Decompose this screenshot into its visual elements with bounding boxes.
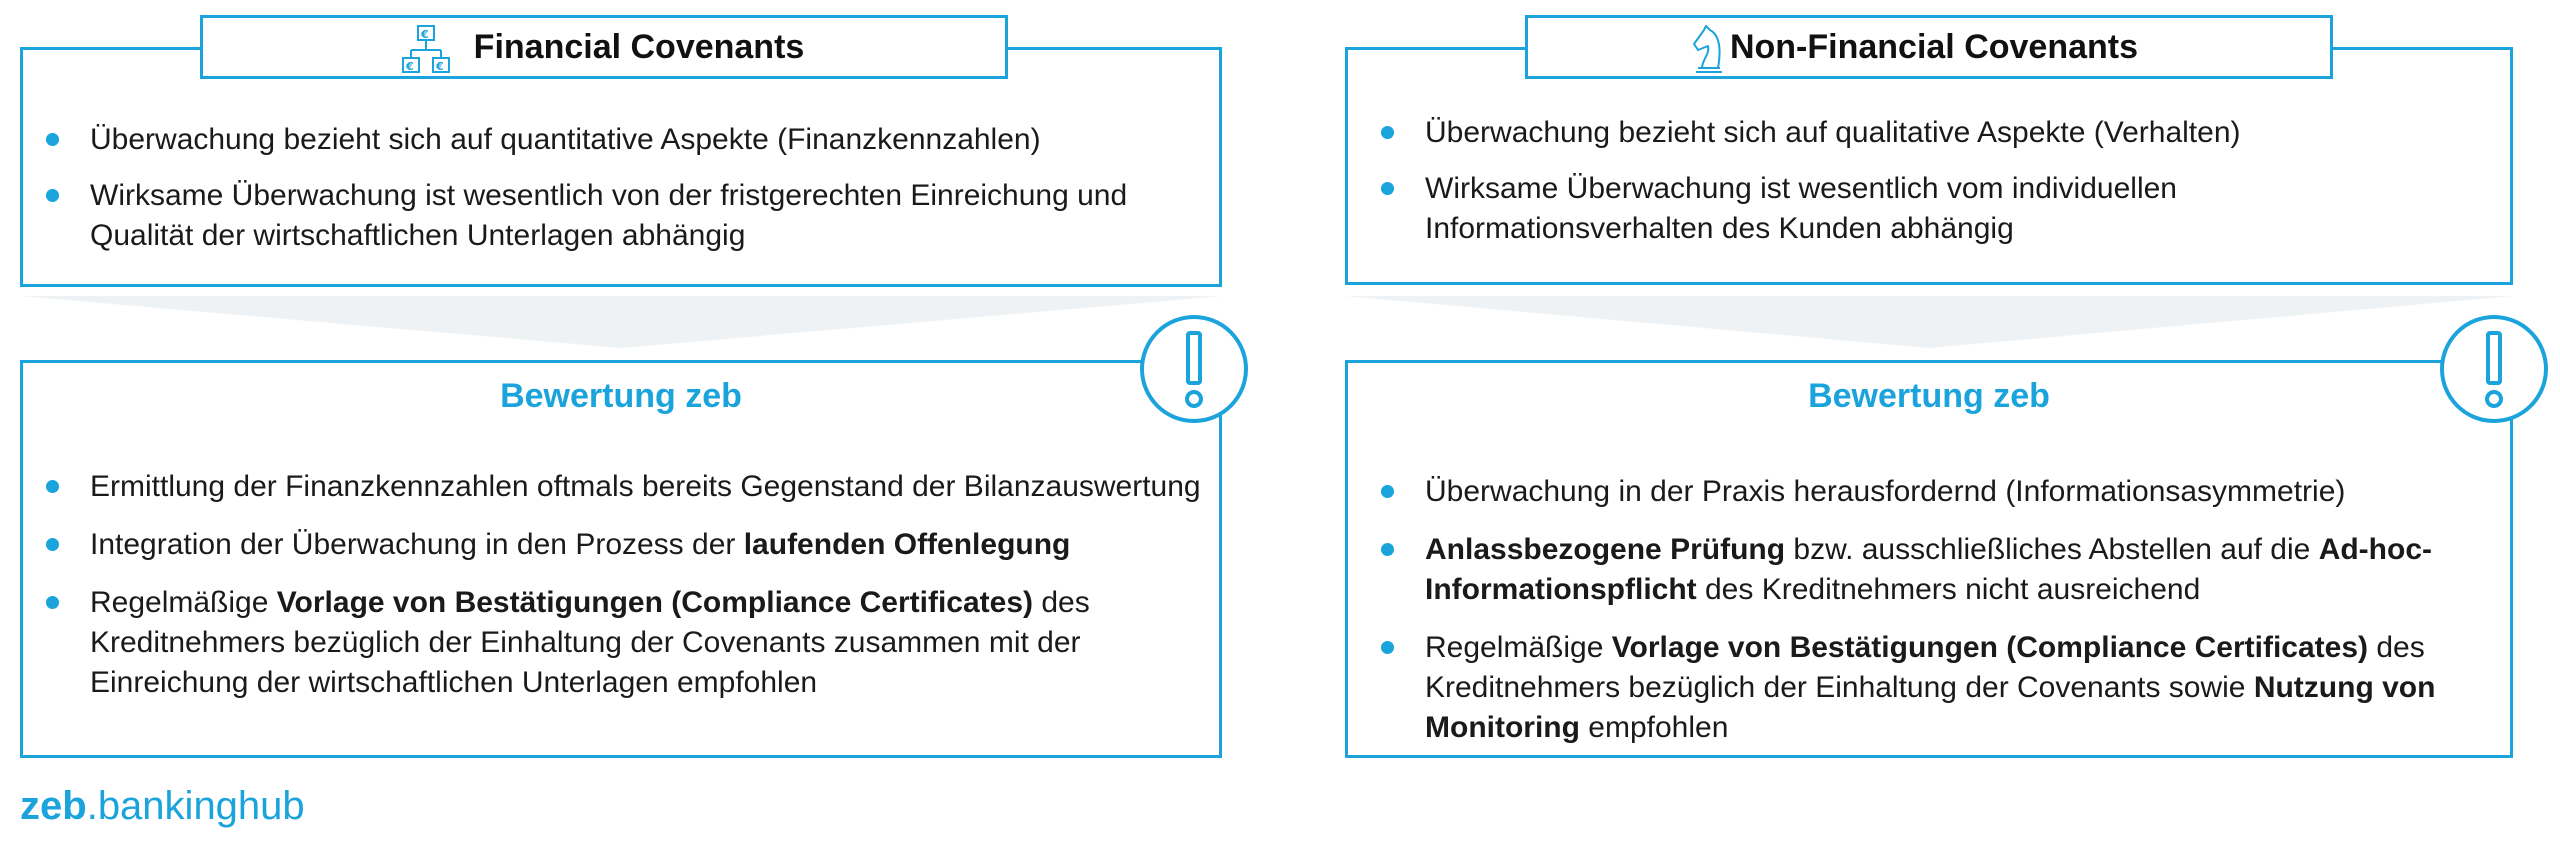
funnel-connector-left (20, 296, 1222, 348)
list-item: Anlassbezogene Prüfung bzw. ausschließli… (1365, 530, 2515, 610)
svg-text:€: € (435, 60, 444, 73)
non-financial-bullets: Überwachung bezieht sich auf qualitative… (1365, 113, 2505, 265)
zeb-bankinghub-logo: zeb.bankinghub (20, 784, 305, 828)
financial-bullets: Überwachung bezieht sich auf quantitativ… (30, 120, 1210, 272)
non-financial-covenants-panel (1345, 47, 2513, 285)
svg-text:€: € (405, 60, 414, 73)
assessment-title: Bewertung zeb (500, 377, 742, 415)
assessment-panel-right: Bewertung zeb (1345, 360, 2513, 758)
list-item: Ermittlung der Finanzkennzahlen oftmals … (30, 467, 1220, 507)
funnel-connector-right (1345, 296, 2513, 348)
non-financial-covenants-title: Non-Financial Covenants (1729, 27, 2139, 66)
list-item: Überwachung in der Praxis herausfordernd… (1365, 472, 2515, 512)
svg-text:€: € (420, 28, 429, 41)
financial-covenants-header: € € € Financial Covenants (200, 15, 1008, 79)
exclamation-icon (1140, 315, 1248, 423)
exclamation-icon (2440, 315, 2548, 423)
list-item: Integration der Überwachung in den Proze… (30, 525, 1220, 565)
assessment-bullets-left: Ermittlung der Finanzkennzahlen oftmals … (30, 467, 1220, 721)
list-item: Wirksame Überwachung ist wesentlich von … (30, 176, 1210, 256)
assessment-bullets-right: Überwachung in der Praxis herausfordernd… (1365, 472, 2515, 766)
list-item: Überwachung bezieht sich auf qualitative… (1365, 113, 2505, 153)
non-financial-covenants-header: Non-Financial Covenants (1525, 15, 2333, 79)
assessment-title: Bewertung zeb (1808, 377, 2050, 415)
chess-knight-icon (1688, 24, 1728, 85)
euro-network-icon: € € € (401, 24, 451, 85)
assessment-panel-left: Bewertung zeb (20, 360, 1222, 758)
list-item: Überwachung bezieht sich auf quantitativ… (30, 120, 1210, 160)
financial-covenants-title: Financial Covenants (473, 27, 805, 66)
list-item: Regelmäßige Vorlage von Bestätigungen (C… (30, 583, 1220, 703)
list-item: Wirksame Überwachung ist wesentlich vom … (1365, 169, 2505, 249)
list-item: Regelmäßige Vorlage von Bestätigungen (C… (1365, 628, 2515, 748)
